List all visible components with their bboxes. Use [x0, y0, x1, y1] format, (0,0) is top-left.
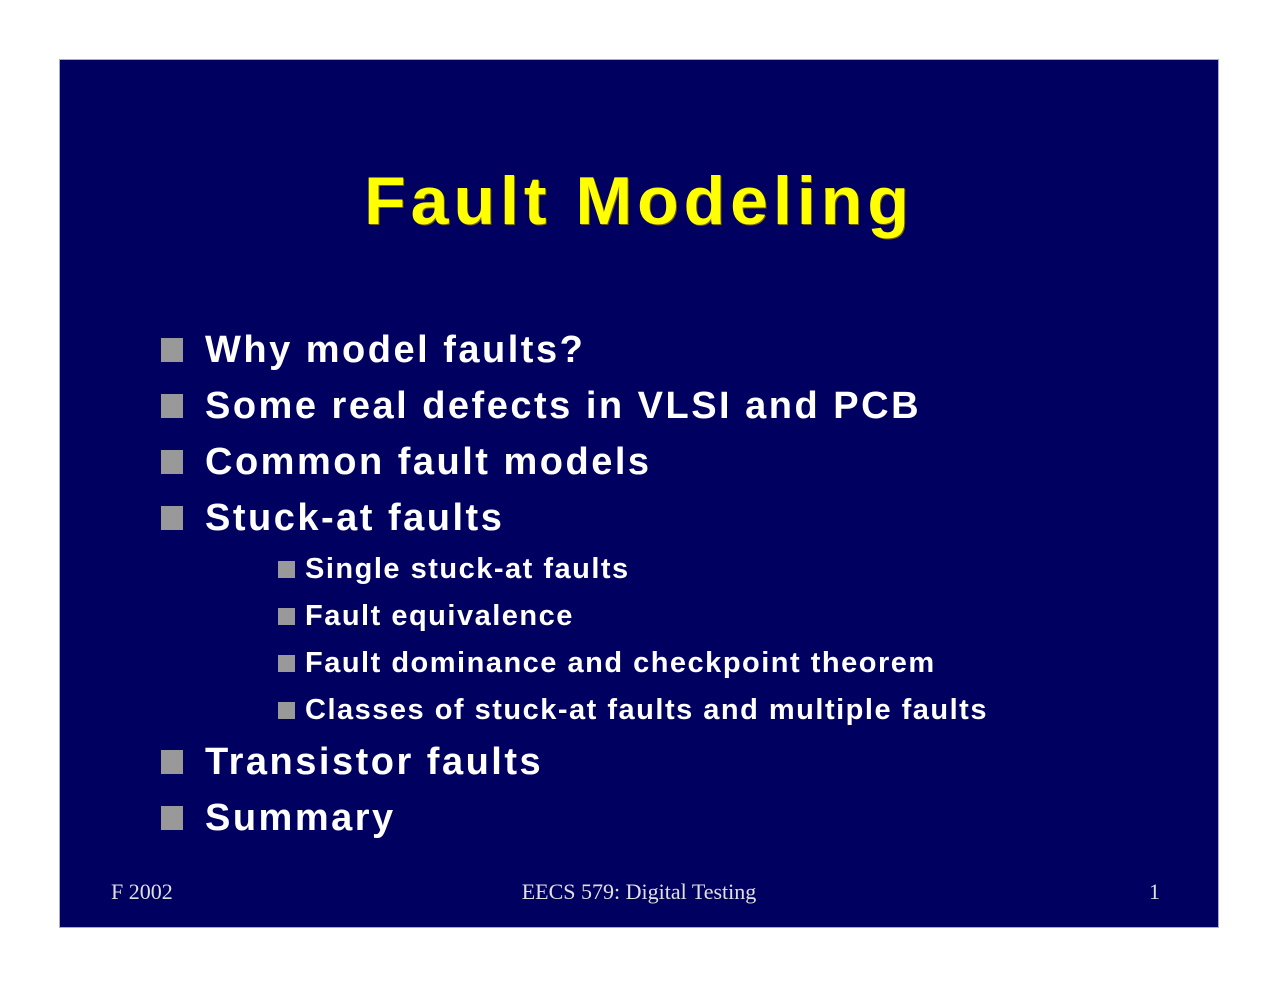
bullet-square-icon [161, 450, 183, 474]
bullet-item: Summary [161, 790, 1198, 846]
bullet-square-icon [278, 655, 295, 672]
bullet-label: Stuck-at faults [205, 496, 505, 539]
bullet-square-icon [161, 806, 183, 830]
bullet-item: Why model faults? [161, 322, 1198, 378]
footer-course-title: EECS 579: Digital Testing [521, 879, 757, 904]
bullet-item: Classes of stuck-at faults and multiple … [161, 687, 1198, 734]
bullet-square-icon [161, 394, 183, 418]
bullet-item: Fault dominance and checkpoint theorem [161, 640, 1198, 687]
bullet-square-icon [278, 561, 295, 578]
bullet-list: Why model faults? Some real defects in VL… [161, 322, 1198, 846]
bullet-item: Stuck-at faults [161, 490, 1198, 546]
bullet-label: Classes of stuck-at faults and multiple … [305, 694, 988, 726]
bullet-label: Single stuck-at faults [305, 553, 630, 585]
bullet-square-icon [278, 608, 295, 625]
bullet-label: Fault equivalence [305, 600, 574, 632]
bullet-label: Some real defects in VLSI and PCB [205, 384, 922, 427]
bullet-square-icon [161, 506, 183, 530]
bullet-square-icon [161, 750, 183, 774]
bullet-label: Summary [205, 796, 396, 839]
bullet-label: Why model faults? [205, 328, 586, 371]
bullet-label: Fault dominance and checkpoint theorem [305, 647, 936, 679]
bullet-item: Single stuck-at faults [161, 546, 1198, 593]
bullet-item: Fault equivalence [161, 593, 1198, 640]
bullet-item: Common fault models [161, 434, 1198, 490]
footer-course-term: F 2002 [111, 879, 173, 904]
bullet-label: Common fault models [205, 440, 652, 483]
footer-page-number: 1 [1149, 879, 1160, 904]
slide-canvas: Fault Modeling Why model faults? Some rea… [59, 59, 1219, 928]
bullet-square-icon [161, 338, 183, 362]
slide-title: Fault Modeling [364, 163, 914, 239]
bullet-item: Some real defects in VLSI and PCB [161, 378, 1198, 434]
bullet-label: Transistor faults [205, 740, 544, 783]
bullet-square-icon [278, 702, 295, 719]
bullet-item: Transistor faults [161, 734, 1198, 790]
